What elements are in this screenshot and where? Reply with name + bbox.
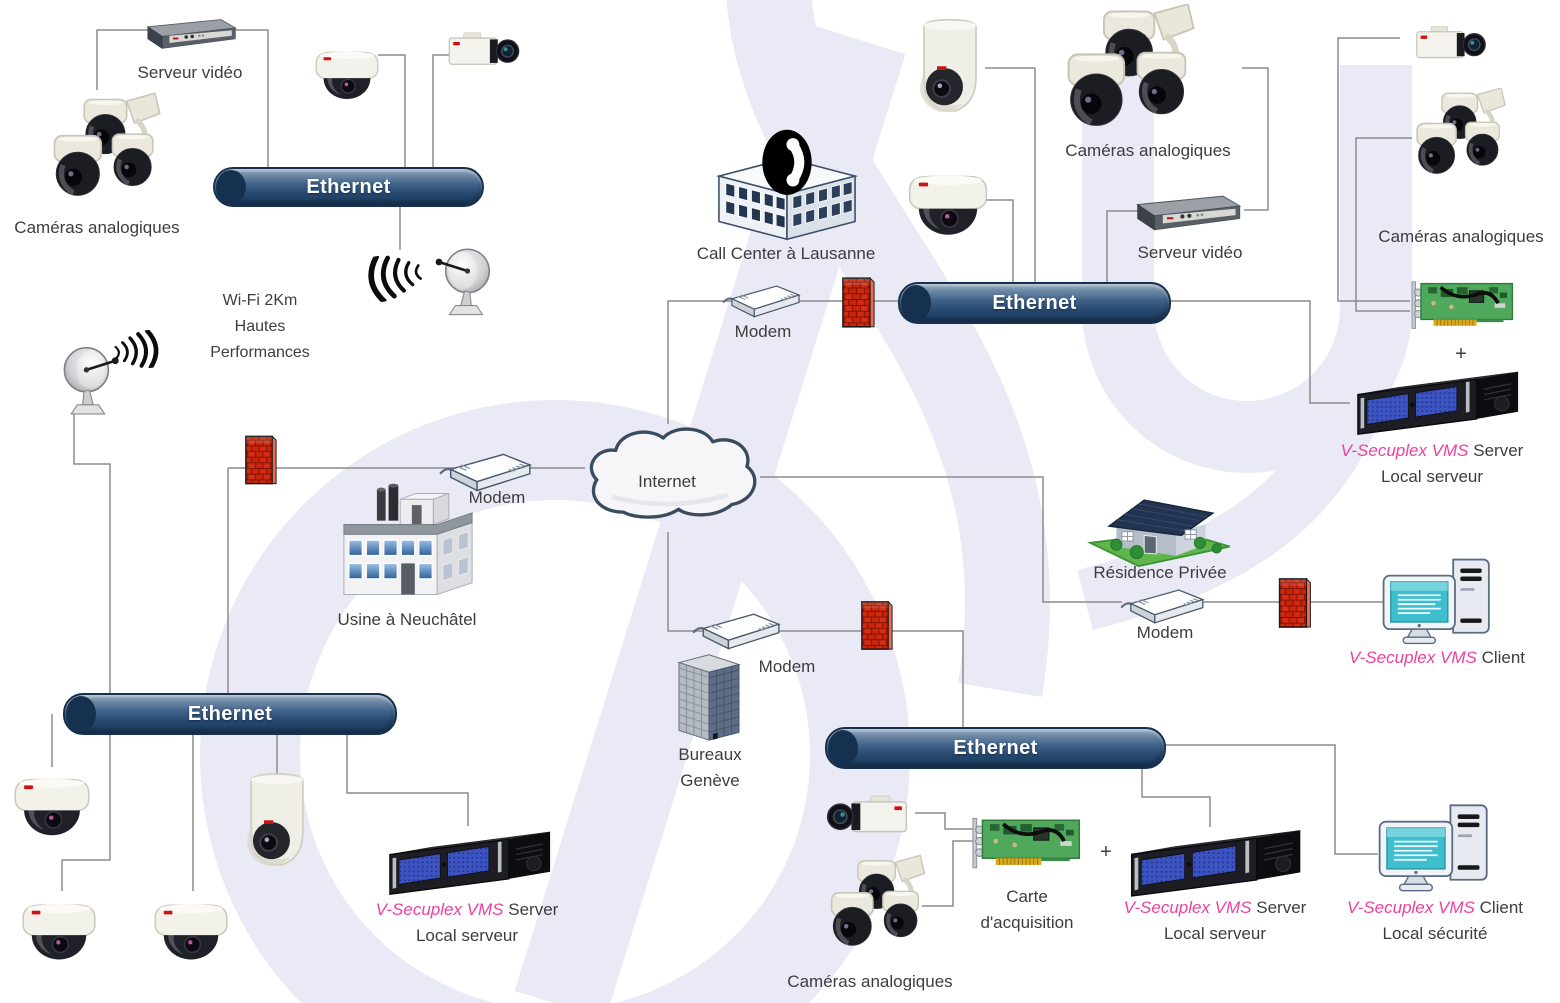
internet-label: Internet [638,472,696,491]
workstation-icon [1380,552,1496,651]
brand-name: V-Secuplex VMS [1346,898,1475,917]
wifi-waves-icon [327,248,433,311]
analog-cameras-label: Caméras analogiques [1065,141,1231,160]
dome-camera-icon [902,164,994,238]
local-securite-label: Local sécurité [1382,924,1488,943]
ethernet-label: Ethernet [306,175,391,198]
rack-server-icon [378,824,562,896]
analog-camera-cluster-icon [1056,4,1206,146]
video-server-label: Serveur vidéo [1137,243,1243,262]
analog-cameras-label: Caméras analogiques [1378,227,1544,246]
video-server-label: Serveur vidéo [137,63,243,82]
carte-line-1: Carte [1006,887,1048,906]
client-word: Client [1479,898,1524,917]
dome-camera-icon [16,890,102,966]
modem-label: Modem [734,322,792,341]
vms-client-title: V-Secuplex VMS Client [1325,895,1545,921]
box-camera-icon [1398,24,1504,64]
modem-label: Modem [758,657,816,676]
modem-label: Modem [1136,623,1194,642]
local-serveur-label: Local serveur [1163,924,1267,943]
video-server-icon [1132,192,1244,234]
bus-endcap [66,696,96,732]
bureaux-line-2: Genève [680,771,740,790]
wifi-line-1: Wi-Fi 2Km [222,292,298,309]
satellite-dish-icon [46,344,110,420]
local-serveur-label: Local serveur [1380,467,1484,486]
firewall-icon [841,276,876,329]
bus-endcap [216,170,246,204]
bus-endcap [828,730,858,766]
dome-camera-icon [8,766,96,840]
call-center-label: Call Center à Lausanne [696,244,876,263]
server-word: Server [1473,441,1524,460]
firewall-icon [860,600,894,651]
bus-endcap [901,285,931,321]
firewall-icon [244,434,278,486]
vms-server-label: V-Secuplex VMS Server Local serveur [357,897,577,949]
house-icon [1085,489,1235,567]
vms-server-label: V-Secuplex VMS Server Local serveur [1322,438,1542,490]
rack-server-icon [1126,822,1306,898]
firewall-icon [1277,577,1313,629]
vms-client-label: V-Secuplex VMS Client [1327,645,1547,671]
capture-card-icon [1406,280,1522,332]
ethernet-bus: Ethernet [898,282,1171,324]
analog-camera-cluster-icon [48,88,166,218]
server-word: Server [508,900,559,919]
bureaux-line-1: Bureaux [678,745,742,764]
box-camera-icon [448,30,520,71]
ethernet-label: Ethernet [953,736,1038,759]
ethernet-bus: Ethernet [825,727,1166,769]
residence-label: Résidence Privée [1093,563,1227,582]
client-word: Client [1481,648,1526,667]
ethernet-bus: Ethernet [63,693,397,735]
box-camera-icon [814,793,920,839]
ethernet-label: Ethernet [992,291,1077,314]
rack-server-icon [1346,364,1530,436]
ethernet-bus: Ethernet [213,167,484,207]
ptz-camera-icon [240,772,314,876]
brand-name: V-Secuplex VMS [1340,441,1469,460]
vms-server-title: V-Secuplex VMS Server [1105,895,1325,921]
analog-camera-cluster-icon [826,845,930,971]
wifi-line-2: Hautes [234,318,286,335]
capture-card-icon [971,816,1085,872]
video-server-icon [143,14,239,54]
wifi-line-3: Performances [210,344,310,361]
modem-icon [688,610,784,652]
workstation-icon [1376,798,1494,898]
capture-card-label: Carte d'acquisition [952,884,1102,936]
plus-sign: + [1455,343,1467,365]
dome-camera-icon [310,40,384,104]
analog-camera-cluster-icon [1408,88,1514,188]
vms-server-title: V-Secuplex VMS Server [1322,438,1542,464]
office-tower-icon [674,649,744,742]
modem-label: Modem [468,488,526,507]
plus-sign: + [1100,841,1112,863]
server-word: Server [1256,898,1307,917]
wifi-label: Wi-Fi 2Km Hautes Performances [180,288,340,366]
satellite-dish-icon [430,244,490,322]
carte-line-2: d'acquisition [980,913,1074,932]
call-center-icon [714,128,860,242]
modem-icon [720,282,802,320]
vms-client-label: V-Secuplex VMS Client Local sécurité [1325,895,1545,947]
analog-cameras-label: Caméras analogiques [14,218,180,237]
ptz-camera-icon [910,18,990,122]
brand-name: V-Secuplex VMS [1123,898,1252,917]
dome-camera-icon [148,890,234,966]
vms-server-label: V-Secuplex VMS Server Local serveur [1105,895,1325,947]
factory-label: Usine à Neuchâtel [337,610,477,629]
brand-name: V-Secuplex VMS [1348,648,1477,667]
vms-server-title: V-Secuplex VMS Server [357,897,577,923]
ethernet-label: Ethernet [187,702,273,725]
brand-name: V-Secuplex VMS [375,900,504,919]
local-serveur-label: Local serveur [415,926,519,945]
bureaux-label: Bureaux Genève [650,742,770,794]
analog-cameras-label: Caméras analogiques [787,972,953,991]
